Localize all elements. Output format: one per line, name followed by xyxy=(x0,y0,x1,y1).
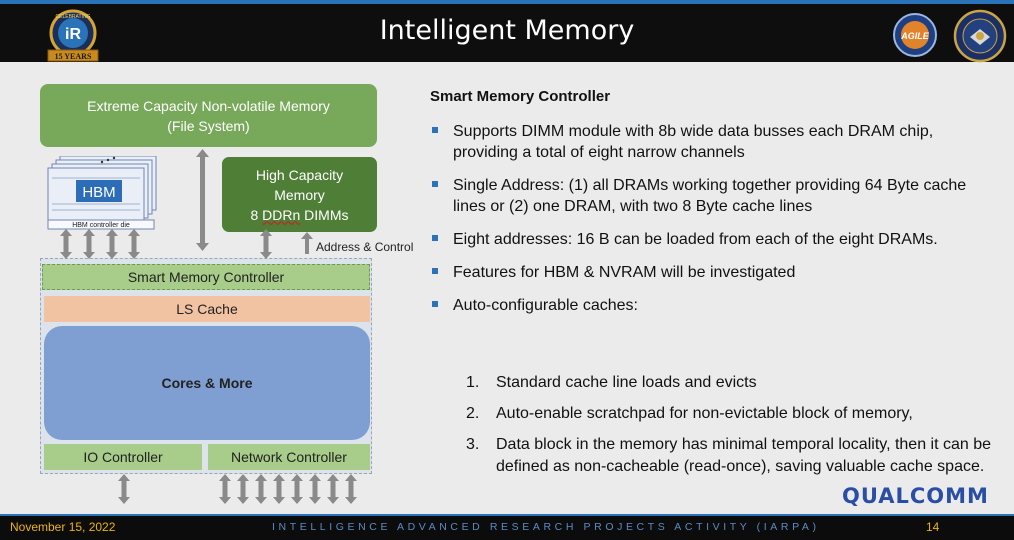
nv-memory-line2: (File System) xyxy=(167,117,250,134)
page-number: 14 xyxy=(926,520,940,534)
address-control-label: Address & Control xyxy=(316,240,414,254)
agile-logo: AGILE xyxy=(893,13,937,57)
hc-line1: High Capacity xyxy=(255,166,344,183)
section-heading: Smart Memory Controller xyxy=(430,88,611,105)
ls-cache-block: LS Cache xyxy=(44,296,370,322)
smart-memory-controller-block: Smart Memory Controller xyxy=(42,264,370,290)
hbm-controller-label: HBM controller die xyxy=(72,222,130,229)
network-arrows xyxy=(219,474,357,504)
hbm-stack: HBM HBM controller die xyxy=(47,156,157,230)
dimm-arrow xyxy=(260,229,272,259)
logo-top-text: CELEBRATING xyxy=(56,14,91,20)
bullet-item: Supports DIMM module with 8b wide data b… xyxy=(430,121,1000,163)
numbered-item: 3.Data block in the memory has minimal t… xyxy=(466,436,992,475)
bullet-item: Auto-configurable caches: xyxy=(430,295,1000,316)
qualcomm-logo: QUALCOMM xyxy=(842,484,989,508)
numbered-item: 2.Auto-enable scratchpad for non-evictab… xyxy=(466,405,913,422)
odni-seal-icon xyxy=(953,9,1007,63)
nv-memory-line1: Extreme Capacity Non-volatile Memory xyxy=(87,97,330,114)
agile-text: AGILE xyxy=(900,31,929,41)
bullet-item: Single Address: (1) all DRAMs working to… xyxy=(430,175,1000,217)
numbered-list: 1.Standard cache line loads and evicts 2… xyxy=(466,372,996,487)
address-arrow xyxy=(301,232,313,254)
footer-date: November 15, 2022 xyxy=(10,520,116,534)
page-title: Intelligent Memory xyxy=(379,15,635,46)
nv-memory-arrow xyxy=(196,149,209,251)
numbered-item: 1.Standard cache line loads and evicts xyxy=(466,374,757,391)
hbm-label: HBM xyxy=(82,184,115,201)
hc-line2: Memory xyxy=(274,186,325,203)
network-controller-block: Network Controller xyxy=(208,444,370,470)
diagram-arrows xyxy=(60,149,357,504)
nonvolatile-memory-block: Extreme Capacity Non-volatile Memory (Fi… xyxy=(40,84,377,147)
footer-bar: November 15, 2022 INTELLIGENCE ADVANCED … xyxy=(0,514,1014,540)
high-capacity-memory-block: High Capacity Memory 8 DDRn DIMMs xyxy=(222,157,377,232)
footer-organization: INTELLIGENCE ADVANCED RESEARCH PROJECTS … xyxy=(272,521,820,533)
celebrating-15-years-logo: iR CELEBRATING 15 YEARS xyxy=(47,9,99,62)
hbm-arrows xyxy=(60,229,140,259)
title-bar: iR CELEBRATING 15 YEARS Intelligent Memo… xyxy=(0,0,1014,63)
logo-mark: iR xyxy=(65,26,81,43)
io-controller-block: IO Controller xyxy=(44,444,202,470)
cores-block: Cores & More xyxy=(44,326,370,440)
io-arrow xyxy=(118,474,130,504)
hc-line3: 8 DDRn DIMMs xyxy=(250,206,349,223)
bullet-item: Eight addresses: 16 B can be loaded from… xyxy=(430,229,1000,250)
bullet-item: Features for HBM & NVRAM will be investi… xyxy=(430,262,1000,283)
logo-bottom-text: 15 YEARS xyxy=(55,52,92,61)
bullet-list: Supports DIMM module with 8b wide data b… xyxy=(430,121,1000,328)
